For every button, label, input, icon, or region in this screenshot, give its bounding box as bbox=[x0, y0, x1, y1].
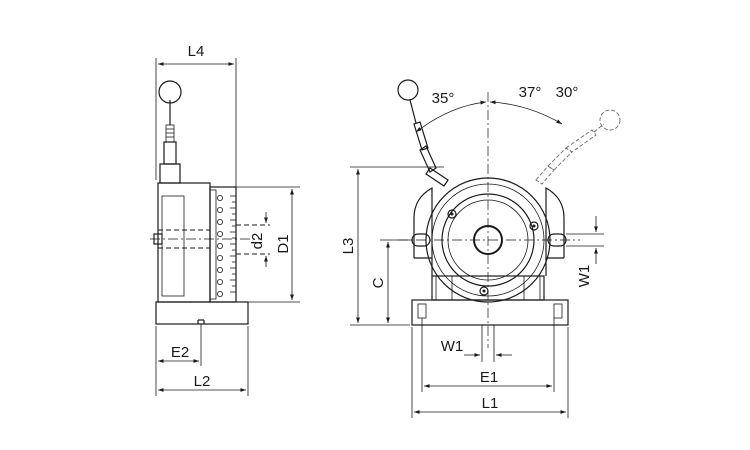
angle-arc-left bbox=[415, 100, 487, 133]
front-handle-ghost bbox=[535, 109, 621, 185]
ghost-handle-knob bbox=[599, 109, 621, 131]
side-base-plate bbox=[155, 301, 249, 325]
center-bore bbox=[473, 225, 503, 255]
side-index-holes bbox=[216, 194, 223, 297]
label-angle-35: 35° bbox=[432, 90, 455, 107]
side-handle-knob bbox=[158, 80, 182, 104]
label-C: C bbox=[370, 277, 387, 288]
angle-arc-right bbox=[489, 100, 563, 125]
bolt-hole bbox=[447, 209, 457, 219]
label-E2: E2 bbox=[171, 344, 189, 361]
label-W1-right: W1 bbox=[576, 265, 593, 288]
bolt-hole bbox=[529, 221, 539, 231]
right-slot bbox=[547, 233, 567, 247]
side-handle bbox=[158, 80, 182, 184]
label-E1: E1 bbox=[480, 369, 498, 386]
label-L3: L3 bbox=[340, 238, 357, 255]
side-graduation-scale bbox=[230, 195, 236, 293]
label-L2: L2 bbox=[194, 373, 211, 390]
label-L1: L1 bbox=[482, 395, 499, 412]
side-view: L4 D1 d2 E2 L2 bbox=[150, 43, 300, 396]
label-L4: L4 bbox=[188, 43, 205, 60]
label-angle-30: 30° bbox=[556, 84, 579, 101]
front-handle-knob bbox=[397, 79, 419, 101]
front-handle bbox=[397, 79, 449, 187]
label-d2: d2 bbox=[249, 233, 266, 250]
label-angle-37: 37° bbox=[519, 84, 542, 101]
front-view: 35° 37° 30° L3 C W1 W1 E1 L1 bbox=[340, 79, 621, 418]
rotary-table bbox=[441, 193, 535, 287]
bolt-hole bbox=[479, 286, 489, 296]
front-base-plate bbox=[411, 299, 569, 326]
rotary-body-outer bbox=[425, 177, 551, 303]
label-D1: D1 bbox=[275, 234, 292, 253]
label-W1-bottom: W1 bbox=[441, 338, 464, 355]
side-dial-plate bbox=[209, 186, 237, 303]
